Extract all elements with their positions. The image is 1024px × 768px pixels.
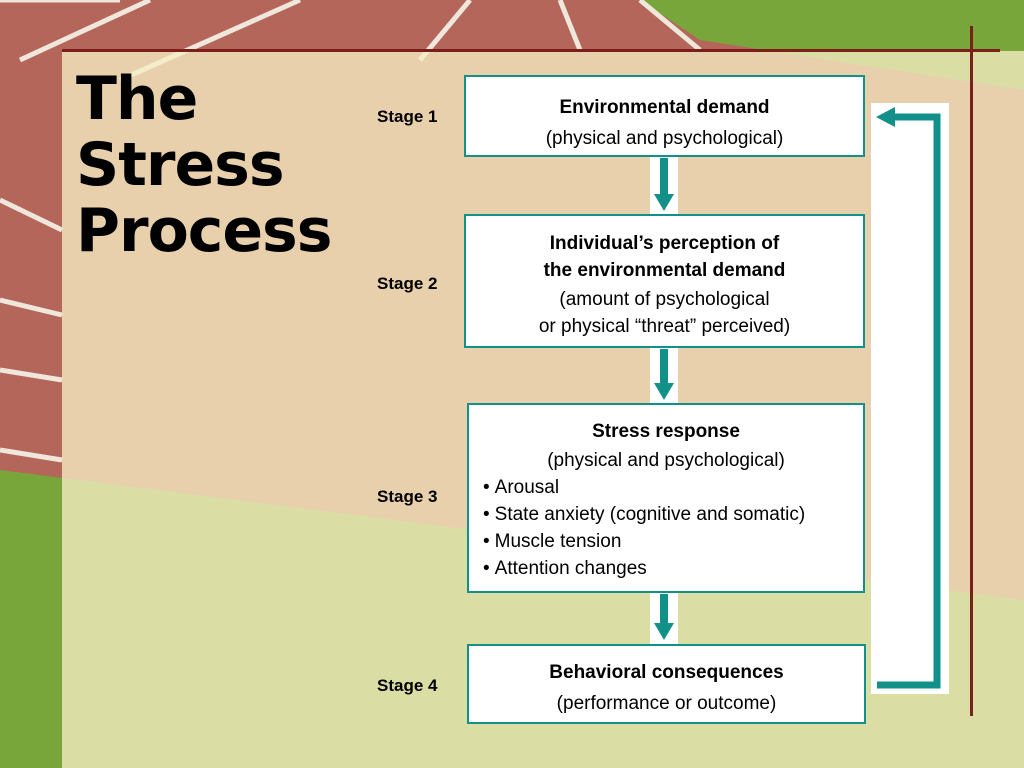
stage-1-label: Stage 1 [377, 107, 438, 126]
bullet-item: State anxiety (cognitive and somatic) [483, 501, 863, 528]
stage-3-bullet-list: Arousal State anxiety (cognitive and som… [469, 474, 863, 582]
slide-title: The Stress Process [76, 64, 332, 266]
stage-2-detail-line: (amount of psychological [559, 289, 770, 310]
stage-3-label: Stage 3 [377, 487, 438, 506]
stage-4-box: Behavioral consequences (performance or … [467, 644, 866, 724]
stage-4-label: Stage 4 [377, 676, 438, 695]
stage-2-detail-line: or physical “threat” perceived) [538, 316, 791, 337]
title-line: The [76, 64, 198, 134]
title-line: Process [76, 196, 332, 266]
stage-1-box: Environmental demand (physical and psych… [464, 75, 865, 157]
title-line: Stress [76, 130, 285, 200]
stage-4-heading: Behavioral consequences [549, 662, 784, 683]
bullet-item: Muscle tension [483, 528, 863, 555]
stage-4-detail: (performance or outcome) [556, 693, 777, 714]
bullet-item: Arousal [483, 474, 863, 501]
stage-2-label: Stage 2 [377, 274, 438, 293]
stage-2-heading-line: the environmental demand [543, 260, 786, 281]
frame-top-line [62, 49, 1000, 52]
stage-1-detail: (physical and psychological) [545, 128, 784, 149]
stage-3-heading: Stress response [592, 421, 740, 442]
stage-3-box: Stress response (physical and psychologi… [467, 403, 865, 593]
stage-3-detail: (physical and psychological) [547, 450, 785, 471]
stage-1-heading: Environmental demand [559, 97, 770, 118]
bullet-item: Attention changes [483, 555, 863, 582]
frame-right-line [970, 26, 973, 716]
stage-2-box: Individual’s perception of the environme… [464, 214, 865, 348]
stage-2-heading-line: Individual’s perception of [549, 233, 780, 254]
